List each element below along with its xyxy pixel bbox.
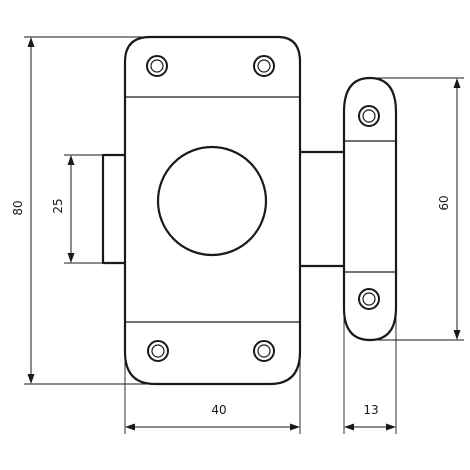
dimension-body-width: 40 [124, 352, 301, 434]
dimension-bolt-height: 25 [51, 154, 103, 264]
dimension-overall-height: 80 [11, 36, 155, 385]
keeper-screw-hole-top [358, 105, 380, 127]
body-screw-hole-bottom-left [147, 340, 169, 362]
bolt-bar-right [294, 150, 350, 268]
bolt-bar-left [101, 153, 129, 265]
body-width-label: 40 [211, 403, 226, 417]
keeper-screw-hole-bottom [358, 288, 380, 310]
body-screw-hole-top-right [253, 55, 275, 77]
overall-height-label: 80 [11, 200, 25, 215]
bolt-height-label: 25 [51, 198, 65, 213]
body-screw-hole-top-left [146, 55, 168, 77]
dimension-keeper-width: 13 [343, 308, 397, 434]
body-screw-hole-bottom-right [253, 340, 275, 362]
latch-knob [156, 145, 268, 257]
keeper-width-label: 13 [363, 403, 378, 417]
dimension-keeper-height: 60 [370, 77, 464, 341]
keeper-height-label: 60 [437, 195, 451, 210]
